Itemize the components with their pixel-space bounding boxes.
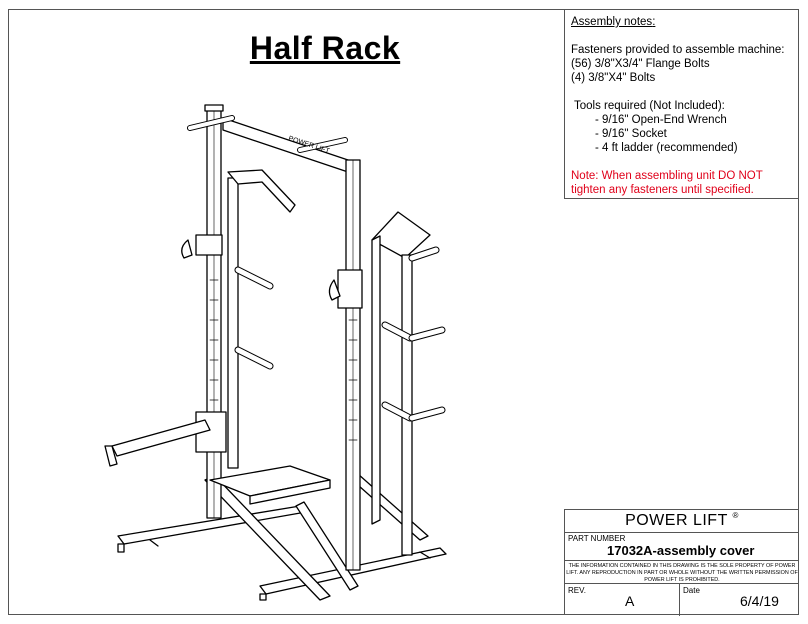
rev-label: REV. <box>568 586 586 595</box>
legal-notice: THE INFORMATION CONTAINED IN THIS DRAWIN… <box>565 560 799 584</box>
part-number-cell: PART NUMBER 17032A-assembly cover <box>565 532 799 561</box>
tools-heading: Tools required (Not Included): <box>574 100 725 112</box>
front-left-upright <box>181 104 227 519</box>
assembly-notes-panel: Assembly notes: Fasteners provided to as… <box>564 9 799 199</box>
tool-item: - 4 ft ladder (recommended) <box>595 142 738 154</box>
fasteners-heading: Fasteners provided to assemble machine: <box>571 44 785 56</box>
date-cell: Date 6/4/19 <box>680 584 800 616</box>
weight-horns <box>234 246 446 422</box>
warning-note: Note: When assembling unit DO NOT tighte… <box>571 170 763 196</box>
tool-item: - 9/16" Open-End Wrench <box>595 114 727 126</box>
rev-value: A <box>625 593 635 609</box>
revision-cell: REV. A <box>565 584 680 616</box>
fastener-item: (4) 3/8"X4" Bolts <box>571 72 656 84</box>
part-number-label: PART NUMBER <box>568 534 626 543</box>
notes-heading: Assembly notes: <box>571 16 656 28</box>
plate-storage-frame <box>371 211 431 556</box>
sheet-border <box>8 9 799 615</box>
upright-holes <box>209 279 358 441</box>
registered-mark: ® <box>732 511 739 520</box>
date-label: Date <box>683 586 700 595</box>
front-right-upright <box>328 159 363 571</box>
brand-name: POWER LIFT ® <box>565 510 799 533</box>
step-platform <box>209 465 331 505</box>
title-block: POWER LIFT ® PART NUMBER 17032A-assembly… <box>564 509 800 616</box>
rear-left-upright <box>227 169 296 469</box>
part-number-value: 17032A-assembly cover <box>607 543 755 558</box>
safety-arm <box>104 419 211 467</box>
fastener-item: (56) 3/8"X3/4" Flange Bolts <box>571 58 710 70</box>
tool-item: - 9/16" Socket <box>595 128 667 140</box>
pullup-bar <box>187 115 349 173</box>
drawing-title: Half Rack <box>249 30 401 66</box>
date-value: 6/4/19 <box>740 593 779 609</box>
